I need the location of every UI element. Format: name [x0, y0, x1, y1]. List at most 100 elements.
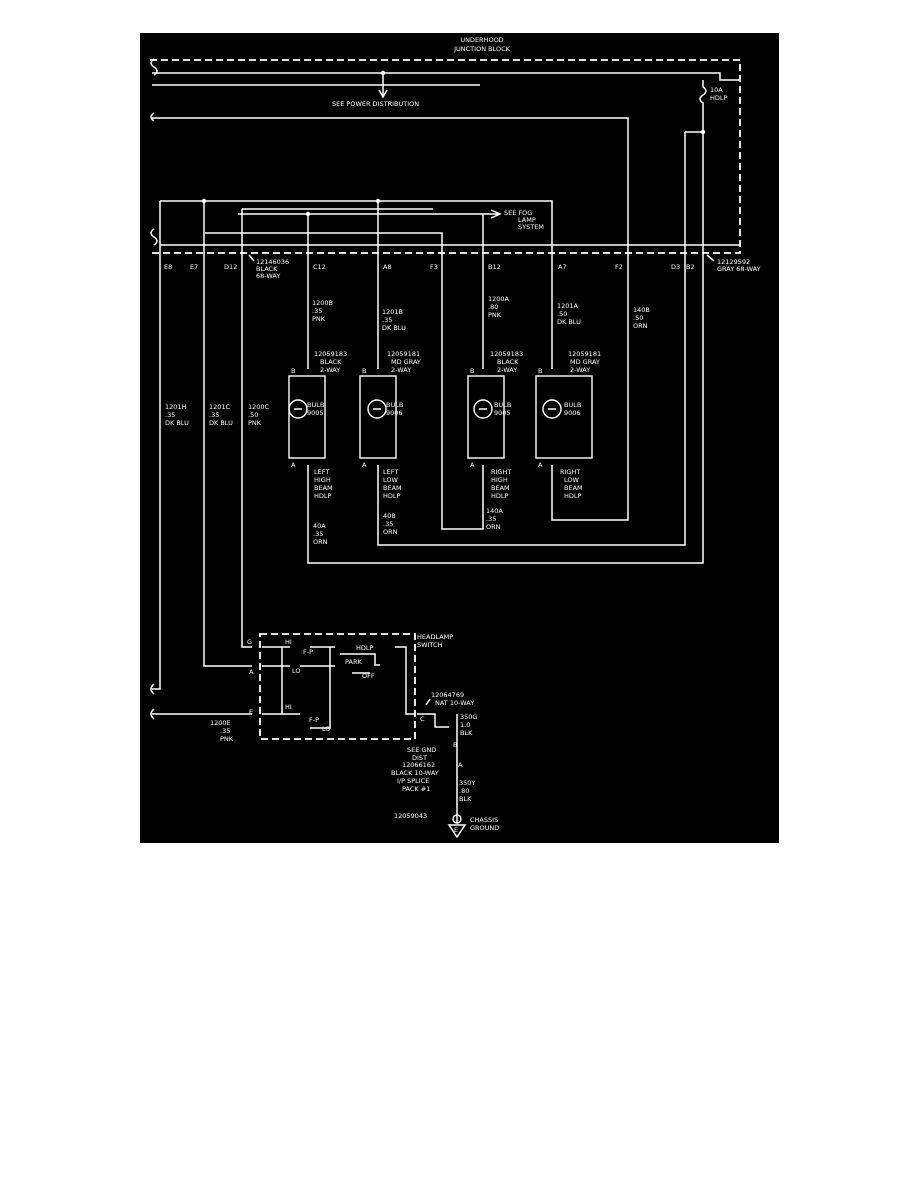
- see-gnd: SEE GND: [407, 746, 436, 754]
- wire-1200e-2: .35: [220, 727, 230, 735]
- lamp-left-low-pin-a: A: [362, 461, 367, 469]
- wiring-diagram-panel: UNDERHOOD JUNCTION BLOCK SEE POWER DISTR…: [140, 33, 779, 843]
- wire-350g-1: 350G: [460, 713, 477, 721]
- splice-pack-1: 12066162: [402, 761, 435, 769]
- switch-connector-2: NAT 10-WAY: [435, 699, 474, 707]
- see-fog-lamp-3: SYSTEM: [518, 223, 544, 231]
- lamp-left-high-name-1: LEFT: [314, 468, 329, 476]
- ground-number: E: [454, 826, 458, 834]
- switch-hi-bottom: HI: [285, 703, 292, 711]
- wire-1201a-1: 1201A: [557, 302, 579, 310]
- lamp-left-high-conn-1: 12059183: [314, 350, 347, 358]
- lamp-right-low-name-1: RIGHT: [560, 468, 580, 476]
- wire-140a-3: ORN: [486, 523, 501, 531]
- wire-1200c-1: 1200C: [248, 403, 270, 411]
- wire-1201h-2: .35: [165, 411, 175, 419]
- lamp-right-high-pin-b: B: [470, 367, 474, 375]
- pin-b12: B12: [488, 263, 501, 271]
- headlamp-wiring-diagram: UNDERHOOD JUNCTION BLOCK SEE POWER DISTR…: [150, 36, 761, 839]
- wire-140a-1: 140A: [486, 507, 503, 515]
- lamp-right-high-name-2: HIGH: [491, 476, 508, 484]
- switch-fp-bottom: F-P: [309, 716, 319, 724]
- junction-block: UNDERHOOD JUNCTION BLOCK SEE POWER DISTR…: [150, 36, 741, 254]
- lamp-right-low: B A 12059181 MD GRAY 2-WAY BULB 9006 RIG…: [535, 350, 601, 500]
- pin-d12: D12: [224, 263, 237, 271]
- wire-1200b-2: .35: [312, 307, 322, 315]
- lamp-right-low-pin-b: B: [538, 367, 542, 375]
- lamp-left-low-name-4: HDLP: [383, 492, 401, 500]
- lamp-left-high-bulb-1: BULB: [307, 401, 324, 409]
- lamp-right-high-conn-1: 12059183: [490, 350, 523, 358]
- wire-40a-1: 40A: [313, 522, 326, 530]
- lamp-left-low-name-2: LOW: [383, 476, 399, 484]
- pin-d3: D3: [671, 263, 680, 271]
- lamp-left-high-pin-b: B: [291, 367, 295, 375]
- lamp-left-high-bulb-2: 9005: [307, 409, 324, 417]
- wire-1201b-3: DK BLU: [382, 324, 406, 332]
- switch-connector-1: 12064769: [431, 691, 464, 699]
- lamp-right-high-name-4: HDLP: [491, 492, 509, 500]
- wire-1201h-3: DK BLU: [165, 419, 189, 427]
- wire-1201a-3: DK BLU: [557, 318, 581, 326]
- switch-fp-top: F-P: [303, 648, 313, 656]
- switch-hdlp: HDLP: [356, 644, 374, 652]
- wire-1201c-3: DK BLU: [209, 419, 233, 427]
- wire-1201a-2: .50: [557, 310, 567, 318]
- pin-f2: F2: [615, 263, 623, 271]
- lamp-left-low-pin-b: B: [362, 367, 366, 375]
- lamp-left-low-bulb-2: 9006: [386, 409, 403, 417]
- lamp-right-high-conn-3: 2-WAY: [497, 366, 517, 374]
- left-connector-1: 12146036: [256, 258, 289, 266]
- wire-1200a-1: 1200A: [488, 295, 510, 303]
- lamp-right-low-bulb-2: 9006: [564, 409, 581, 417]
- lamp-right-low-conn-1: 12059181: [568, 350, 601, 358]
- ground-pin-b: B: [453, 741, 457, 749]
- junction-block-title-2: JUNCTION BLOCK: [453, 45, 511, 53]
- lamp-right-low-conn-3: 2-WAY: [570, 366, 590, 374]
- lamp-left-high-name-4: HDLP: [314, 492, 332, 500]
- wire-1200a-2: .80: [488, 303, 498, 311]
- wire-40a-3: ORN: [313, 538, 328, 546]
- switch-hi-top: HI: [285, 638, 292, 646]
- wire-1200b-1: 1200B: [312, 299, 333, 307]
- wire-350g-3: BLK: [460, 729, 473, 737]
- wire-350y-2: .80: [459, 787, 469, 795]
- lamp-left-high-name-3: BEAM: [314, 484, 333, 492]
- lamp-left-high-name-2: HIGH: [314, 476, 331, 484]
- wire-1201c-2: .35: [209, 411, 219, 419]
- lamp-right-high-pin-a: A: [470, 461, 475, 469]
- right-connector-1: 12129592: [717, 258, 750, 266]
- see-fog-lamp-1: SEE FOG: [504, 209, 532, 217]
- lamp-left-low-name-1: LEFT: [383, 468, 398, 476]
- lamp-left-low-bulb-1: BULB: [386, 401, 403, 409]
- wire-350y-3: BLK: [459, 795, 472, 803]
- pin-e7: E7: [190, 263, 198, 271]
- wire-1201h-1: 1201H: [165, 403, 187, 411]
- wire-40b-1: 40B: [383, 512, 396, 520]
- wire-140b-3: ORN: [633, 322, 648, 330]
- fuse-label-2: HDLP: [710, 94, 728, 102]
- switch-park: PARK: [345, 658, 362, 666]
- wire-1201b-2: .35: [382, 316, 392, 324]
- wire-1200a-3: PNK: [488, 311, 502, 319]
- wire-140b-1: 140B: [633, 306, 650, 314]
- lamp-right-low-name-3: BEAM: [564, 484, 583, 492]
- lamp-right-high-conn-2: BLACK: [497, 358, 519, 366]
- wire-140a-2: .35: [486, 515, 496, 523]
- switch-off: OFF: [362, 672, 375, 680]
- wire-1200b-3: PNK: [312, 315, 326, 323]
- wire-350g-2: 1.0: [460, 721, 470, 729]
- splice-pack-3: I/P SPLICE: [397, 777, 429, 785]
- wire-140b-2: .50: [633, 314, 643, 322]
- pin-a7: A7: [558, 263, 567, 271]
- pin-f3: F3: [430, 263, 438, 271]
- wire-1200c-2: .50: [248, 411, 258, 419]
- left-connector-2: BLACK: [256, 265, 278, 273]
- chassis-ground-1: CHASSIS: [470, 816, 498, 824]
- junction-block-connectors: 12146036 BLACK 68-WAY 12129592 GRAY 68-W…: [164, 254, 761, 280]
- lamp-right-high: B A 12059183 BLACK 2-WAY BULB 9005 RIGHT…: [467, 350, 523, 500]
- switch-pin-e: E: [249, 708, 253, 716]
- switch-pin-c: C: [420, 715, 425, 723]
- pin-a8: A8: [383, 263, 392, 271]
- wire-labels: 1200B .35 PNK 1201B .35 DK BLU 1200A .80…: [165, 295, 650, 743]
